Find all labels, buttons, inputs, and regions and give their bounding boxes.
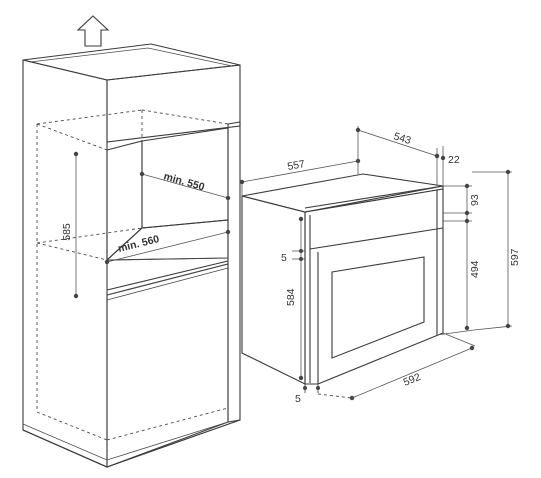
oven-window <box>331 256 425 359</box>
cabinet-right-post <box>227 121 241 423</box>
label-body-height: 584 <box>285 288 297 306</box>
up-arrow-icon <box>76 15 110 47</box>
dim-oven-depth: 557 <box>239 158 361 196</box>
oven: 557 543 22 93 <box>239 126 521 405</box>
dim-oven-body-depth: 543 <box>355 126 440 174</box>
cavity-floor <box>105 219 229 261</box>
label-oven-body-depth: 543 <box>392 130 412 147</box>
label-panel-height: 93 <box>469 194 481 206</box>
cabinet-base <box>22 419 241 468</box>
label-cavity-width: min. 560 <box>117 233 161 255</box>
label-door-height: 494 <box>469 260 481 278</box>
dim-panel-door: 93 494 <box>436 183 481 336</box>
label-cavity-depth: min. 550 <box>162 170 206 193</box>
label-door-thickness: 22 <box>448 154 460 166</box>
cabinet-right-side-upper <box>106 64 241 143</box>
dim-cavity-height: 585 <box>61 151 79 299</box>
dim-total-height: 597 <box>472 169 521 331</box>
label-oven-width: 592 <box>402 371 423 389</box>
dim-cavity-depth: min. 550 <box>139 170 231 201</box>
label-cavity-height: 585 <box>61 223 73 241</box>
dim-gap-top: 5 <box>281 249 305 264</box>
label-gap-bottom: 5 <box>295 393 301 405</box>
label-oven-depth: 557 <box>286 158 305 173</box>
dim-oven-width: 5 592 <box>295 332 476 405</box>
label-total-height: 597 <box>509 248 521 266</box>
dim-door-thickness: 22 <box>434 146 460 186</box>
cabinet-top <box>22 43 241 81</box>
cabinet-left-front <box>22 59 108 468</box>
oven-front <box>304 188 444 385</box>
dim-body-height: 584 <box>285 216 304 381</box>
label-gap-top: 5 <box>281 252 287 264</box>
cabinet-lower-right <box>106 263 229 468</box>
cabinet: 585 min. 550 min. 560 <box>22 43 241 468</box>
